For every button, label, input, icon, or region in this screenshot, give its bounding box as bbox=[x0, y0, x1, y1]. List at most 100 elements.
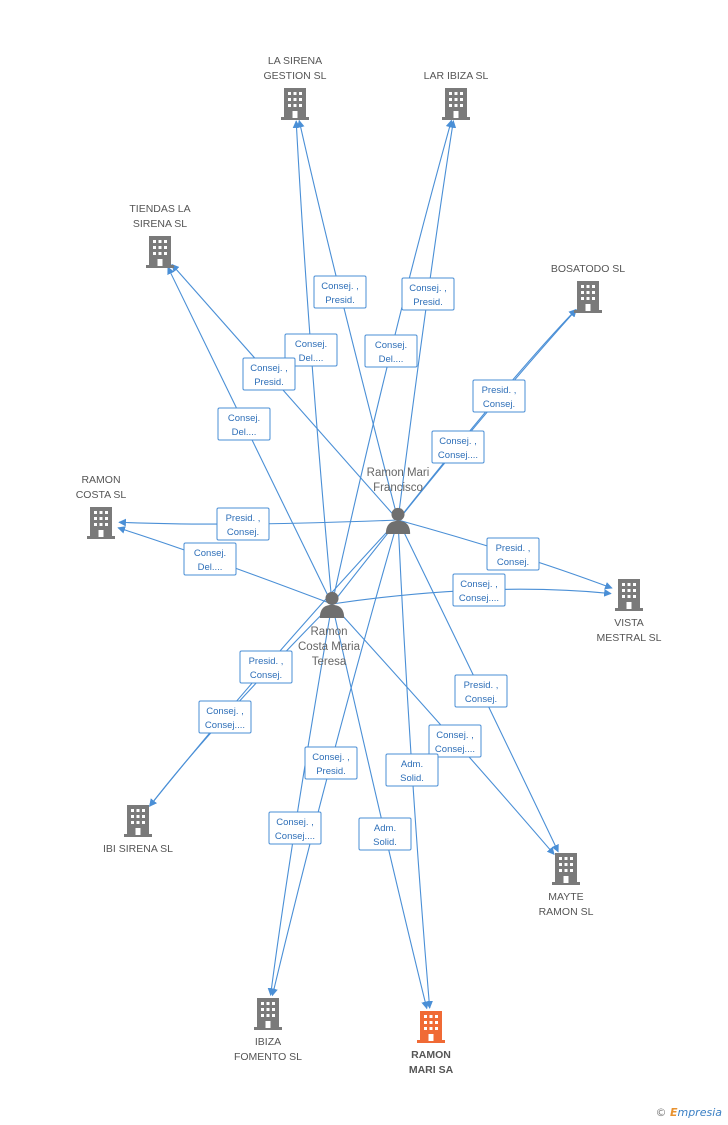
edge-role-label[interactable]: Consej. , Consej.... bbox=[198, 700, 252, 734]
edge-label-box bbox=[454, 674, 508, 708]
edge-label-text: Consej.... bbox=[435, 744, 475, 755]
edge-role-label[interactable]: Consej. ,Presid. bbox=[401, 277, 455, 311]
company-node-ibi_sirena[interactable]: IBI SIRENA SL bbox=[103, 805, 173, 855]
company-name-text: TIENDAS LA bbox=[129, 203, 190, 215]
edge-role-label[interactable]: Consej. Del.... bbox=[364, 334, 418, 368]
copyright-symbol: © bbox=[655, 1106, 667, 1119]
edge-role-label[interactable]: Consej. , Consej.... bbox=[428, 724, 482, 758]
edge-label-box bbox=[428, 724, 482, 758]
company-name-text: BOSATODO SL bbox=[551, 263, 625, 275]
edge-label-text: Consej. bbox=[227, 527, 259, 538]
company-name-text: MESTRAL SL bbox=[597, 632, 662, 644]
company-name-text: RAMON SL bbox=[539, 906, 594, 918]
person-icon bbox=[319, 591, 345, 618]
edge-label-text: Consej. , bbox=[206, 706, 244, 717]
edge-label-text: Del.... bbox=[198, 562, 223, 573]
company-name-text: FOMENTO SL bbox=[234, 1051, 302, 1063]
edge-role-label[interactable]: Presid. , Consej. bbox=[454, 674, 508, 708]
edge-label-text: Presid. bbox=[254, 377, 284, 388]
edge-label-text: Consej.... bbox=[459, 593, 499, 604]
edge-label-box bbox=[304, 746, 358, 780]
edge-role-label[interactable]: Consej. , Presid. bbox=[242, 357, 296, 391]
company-name-text: IBI SIRENA SL bbox=[103, 843, 173, 855]
person-name-text: Teresa bbox=[312, 656, 347, 668]
edge-role-label[interactable]: Consej. , Presid. bbox=[304, 746, 358, 780]
edge-label-box bbox=[364, 334, 418, 368]
edge-label-box bbox=[239, 650, 293, 684]
edge-role-label[interactable]: Presid. , Consej. bbox=[216, 507, 270, 541]
edge-label-text: Adm. bbox=[374, 823, 396, 834]
edge-role-label[interactable]: Consej. Del.... bbox=[217, 407, 271, 441]
edge-role-label[interactable]: Consej. , Consej.... bbox=[452, 573, 506, 607]
edge-label-text: Del.... bbox=[232, 427, 257, 438]
company-node-lar_ibiza[interactable]: LAR IBIZA SL bbox=[424, 70, 489, 120]
company-node-bosatodo[interactable]: BOSATODO SL bbox=[551, 263, 625, 313]
edge-role-label[interactable]: Consej.Del.... bbox=[284, 333, 338, 367]
edge-label-text: Solid. bbox=[373, 837, 397, 848]
edge-label-text: Consej. , bbox=[436, 730, 474, 741]
building-icon bbox=[281, 88, 309, 120]
company-name-text: RAMON bbox=[81, 474, 120, 486]
edge-label-text: Del.... bbox=[379, 354, 404, 365]
edge-line bbox=[397, 308, 577, 521]
edge-label-text: Consej. bbox=[465, 694, 497, 705]
edge-label-box bbox=[183, 542, 237, 576]
edge-label-text: Consej. , bbox=[321, 281, 359, 292]
company-name-text: RAMON bbox=[411, 1049, 451, 1061]
edge-label-text: Consej. bbox=[250, 670, 282, 681]
edge-label-text: Consej. , bbox=[460, 579, 498, 590]
edge-role-label[interactable]: Presid. ,Consej. bbox=[239, 650, 293, 684]
edge-label-box bbox=[242, 357, 296, 391]
edge-role-label[interactable]: Consej. ,Consej.... bbox=[268, 811, 322, 845]
edge-role-label[interactable]: Adm. Solid. bbox=[358, 817, 412, 851]
edge-label-box bbox=[268, 811, 322, 845]
building-icon bbox=[146, 236, 174, 268]
building-icon bbox=[124, 805, 152, 837]
company-node-tiendas[interactable]: TIENDAS LA SIRENA SL bbox=[129, 203, 191, 268]
edge-label-box bbox=[284, 333, 338, 367]
edge-label-text: Consej. bbox=[228, 413, 260, 424]
building-icon bbox=[442, 88, 470, 120]
building-icon bbox=[254, 998, 282, 1030]
company-node-vista[interactable]: VISTA MESTRAL SL bbox=[597, 579, 662, 644]
person-name-text: Ramon Mari bbox=[367, 467, 430, 479]
edge-role-label[interactable]: Presid. ,Consej. bbox=[472, 379, 526, 413]
building-icon bbox=[417, 1011, 445, 1043]
edge-line bbox=[296, 119, 399, 521]
edge-label-box bbox=[217, 407, 271, 441]
company-name-text: SIRENA SL bbox=[133, 218, 187, 230]
edge-label-text: Consej. bbox=[375, 340, 407, 351]
edge-role-label[interactable]: Adm.Solid. bbox=[385, 753, 439, 787]
copyright-footer: © Empresia bbox=[655, 1106, 722, 1119]
edge-label-text: Consej. , bbox=[409, 283, 447, 294]
edge-label-text: Consej.... bbox=[205, 720, 245, 731]
person-name-text: Ramon bbox=[310, 626, 347, 638]
edge-label-text: Presid. , bbox=[464, 680, 499, 691]
edge-role-label[interactable]: Consej. ,Presid. bbox=[313, 275, 367, 309]
edge-role-label[interactable]: Consej. ,Consej.... bbox=[431, 430, 485, 464]
edge-role-label[interactable]: Presid. ,Consej. bbox=[486, 537, 540, 571]
edge-label-text: Consej. , bbox=[439, 436, 477, 447]
edge-label-text: Presid. , bbox=[226, 513, 261, 524]
company-name-text: COSTA SL bbox=[76, 489, 127, 501]
company-name-text: VISTA bbox=[614, 617, 644, 629]
company-name-text: LA SIRENA bbox=[268, 55, 322, 67]
edge-label-text: Consej. , bbox=[250, 363, 288, 374]
person-name-text: Francisco bbox=[373, 482, 423, 494]
edge-label-text: Consej. , bbox=[312, 752, 350, 763]
company-node-ramon_costa[interactable]: RAMON COSTA SL bbox=[76, 474, 127, 539]
edge-role-label[interactable]: Consej.Del.... bbox=[183, 542, 237, 576]
edge-label-text: Presid. bbox=[316, 766, 346, 777]
building-icon bbox=[615, 579, 643, 611]
brand-name: mpresia bbox=[677, 1106, 722, 1119]
edge-labels-layer: Consej. , Presid. Consej. Del.... Consej. , P… bbox=[183, 275, 540, 851]
edge-label-box bbox=[216, 507, 270, 541]
edge-label-text: Consej. , bbox=[276, 817, 314, 828]
